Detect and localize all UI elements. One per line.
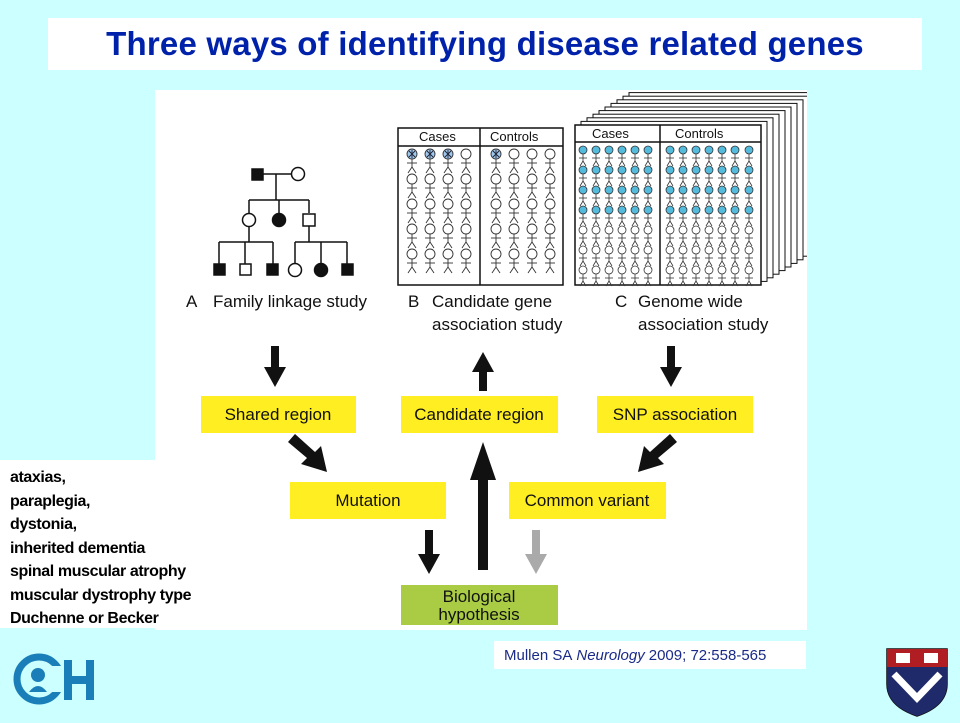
arrow-down-mutation — [418, 530, 440, 574]
box-snp-association: SNP association — [597, 396, 753, 433]
citation-author: Mullen SA — [504, 646, 573, 664]
disease-item: ataxias, — [10, 469, 66, 486]
arrow-up-b — [472, 352, 494, 391]
study-b-letter: B — [408, 292, 419, 311]
disease-item: paraplegia, — [10, 492, 91, 510]
shield-logo — [884, 646, 950, 723]
ch-logo — [12, 652, 102, 713]
box-common-variant: Common variant — [509, 482, 666, 519]
box-hypothesis-line2: hypothesis — [438, 605, 519, 624]
study-a-label: Family linkage study — [213, 292, 368, 311]
citation-details: 2009; 72:558-565 — [648, 646, 767, 664]
study-c-line2: association study — [638, 315, 769, 334]
disease-item: dystonia, — [10, 516, 77, 533]
citation-journal: Neurology — [576, 646, 645, 664]
disease-item: spinal muscular atrophy — [10, 563, 186, 580]
box-mutation-label: Mutation — [335, 491, 400, 510]
box-mutation: Mutation — [290, 482, 446, 519]
arrow-up-big — [470, 442, 496, 570]
gwas-cases-header: Cases — [592, 126, 629, 141]
arrow-diag-shared-to-mutation — [288, 434, 327, 472]
box-candidate-region-label: Candidate region — [414, 405, 543, 424]
candidate-cases-header: Cases — [419, 129, 456, 144]
page-title: Three ways of identifying disease relate… — [106, 25, 864, 62]
arrows — [264, 346, 682, 574]
box-hypothesis-line1: Biological — [443, 587, 516, 606]
box-shared-region: Shared region — [201, 396, 356, 433]
disease-item: inherited dementia — [10, 539, 146, 557]
candidate-controls-header: Controls — [490, 129, 539, 144]
box-biological-hypothesis: Biological hypothesis — [401, 585, 558, 625]
study-c-letter: C — [615, 292, 627, 311]
gwas-front-panel — [574, 124, 762, 287]
study-a-letter: A — [186, 292, 198, 311]
diagram-panel: A Family linkage study Cases Controls B … — [155, 90, 807, 630]
diagram-svg: A Family linkage study Cases Controls B … — [186, 92, 807, 625]
title-box: Three ways of identifying disease relate… — [48, 18, 922, 70]
arrow-diag-snp-to-common — [638, 434, 677, 472]
gwas-controls-header: Controls — [675, 126, 724, 141]
pedigree-diagram — [213, 166, 354, 278]
box-candidate-region: Candidate region — [401, 396, 558, 433]
study-b-line2: association study — [432, 315, 563, 334]
arrow-down-c — [660, 346, 682, 387]
box-common-variant-label: Common variant — [525, 491, 650, 510]
candidate-gene-panel — [397, 127, 564, 286]
disease-list: ataxias, paraplegia, dystonia, inherited… — [0, 460, 238, 628]
disease-item: Duchenne or Becker — [10, 610, 159, 627]
arrow-down-gray — [525, 530, 547, 574]
study-c-line1: Genome wide — [638, 292, 743, 311]
arrow-down-a — [264, 346, 286, 387]
box-snp-association-label: SNP association — [613, 405, 737, 424]
study-b-line1: Candidate gene — [432, 292, 552, 311]
citation: Mullen SA Neurology 2009; 72:558-565 — [494, 641, 806, 669]
box-shared-region-label: Shared region — [225, 405, 332, 424]
disease-item: muscular dystrophy type — [10, 586, 192, 604]
